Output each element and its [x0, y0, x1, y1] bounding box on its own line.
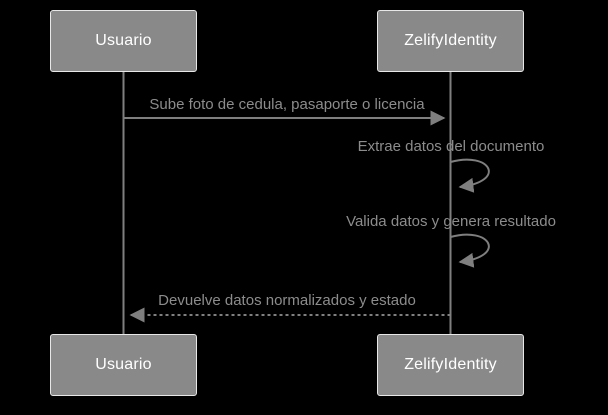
actor-label-usuario-top: Usuario — [95, 32, 152, 49]
actor-label-zelifyidentity-top: ZelifyIdentity — [404, 32, 497, 49]
self-loop-validate — [450, 233, 490, 268]
message-label-extract: Extrae datos del documento — [357, 138, 545, 155]
message-label-upload: Sube foto de cedula, pasaporte o licenci… — [149, 96, 425, 113]
actor-box-zelifyidentity-top: ZelifyIdentity — [377, 10, 524, 72]
actor-box-zelifyidentity-bottom: ZelifyIdentity — [377, 334, 524, 396]
message-label-validate: Valida datos y genera resultado — [346, 213, 556, 230]
actor-box-usuario-bottom: Usuario — [50, 334, 197, 396]
actor-label-usuario-bottom: Usuario — [95, 356, 152, 373]
actor-box-usuario-top: Usuario — [50, 10, 197, 72]
self-loop-extract — [450, 158, 490, 193]
actor-label-zelifyidentity-bottom: ZelifyIdentity — [404, 356, 497, 373]
message-label-return: Devuelve datos normalizados y estado — [158, 292, 416, 309]
